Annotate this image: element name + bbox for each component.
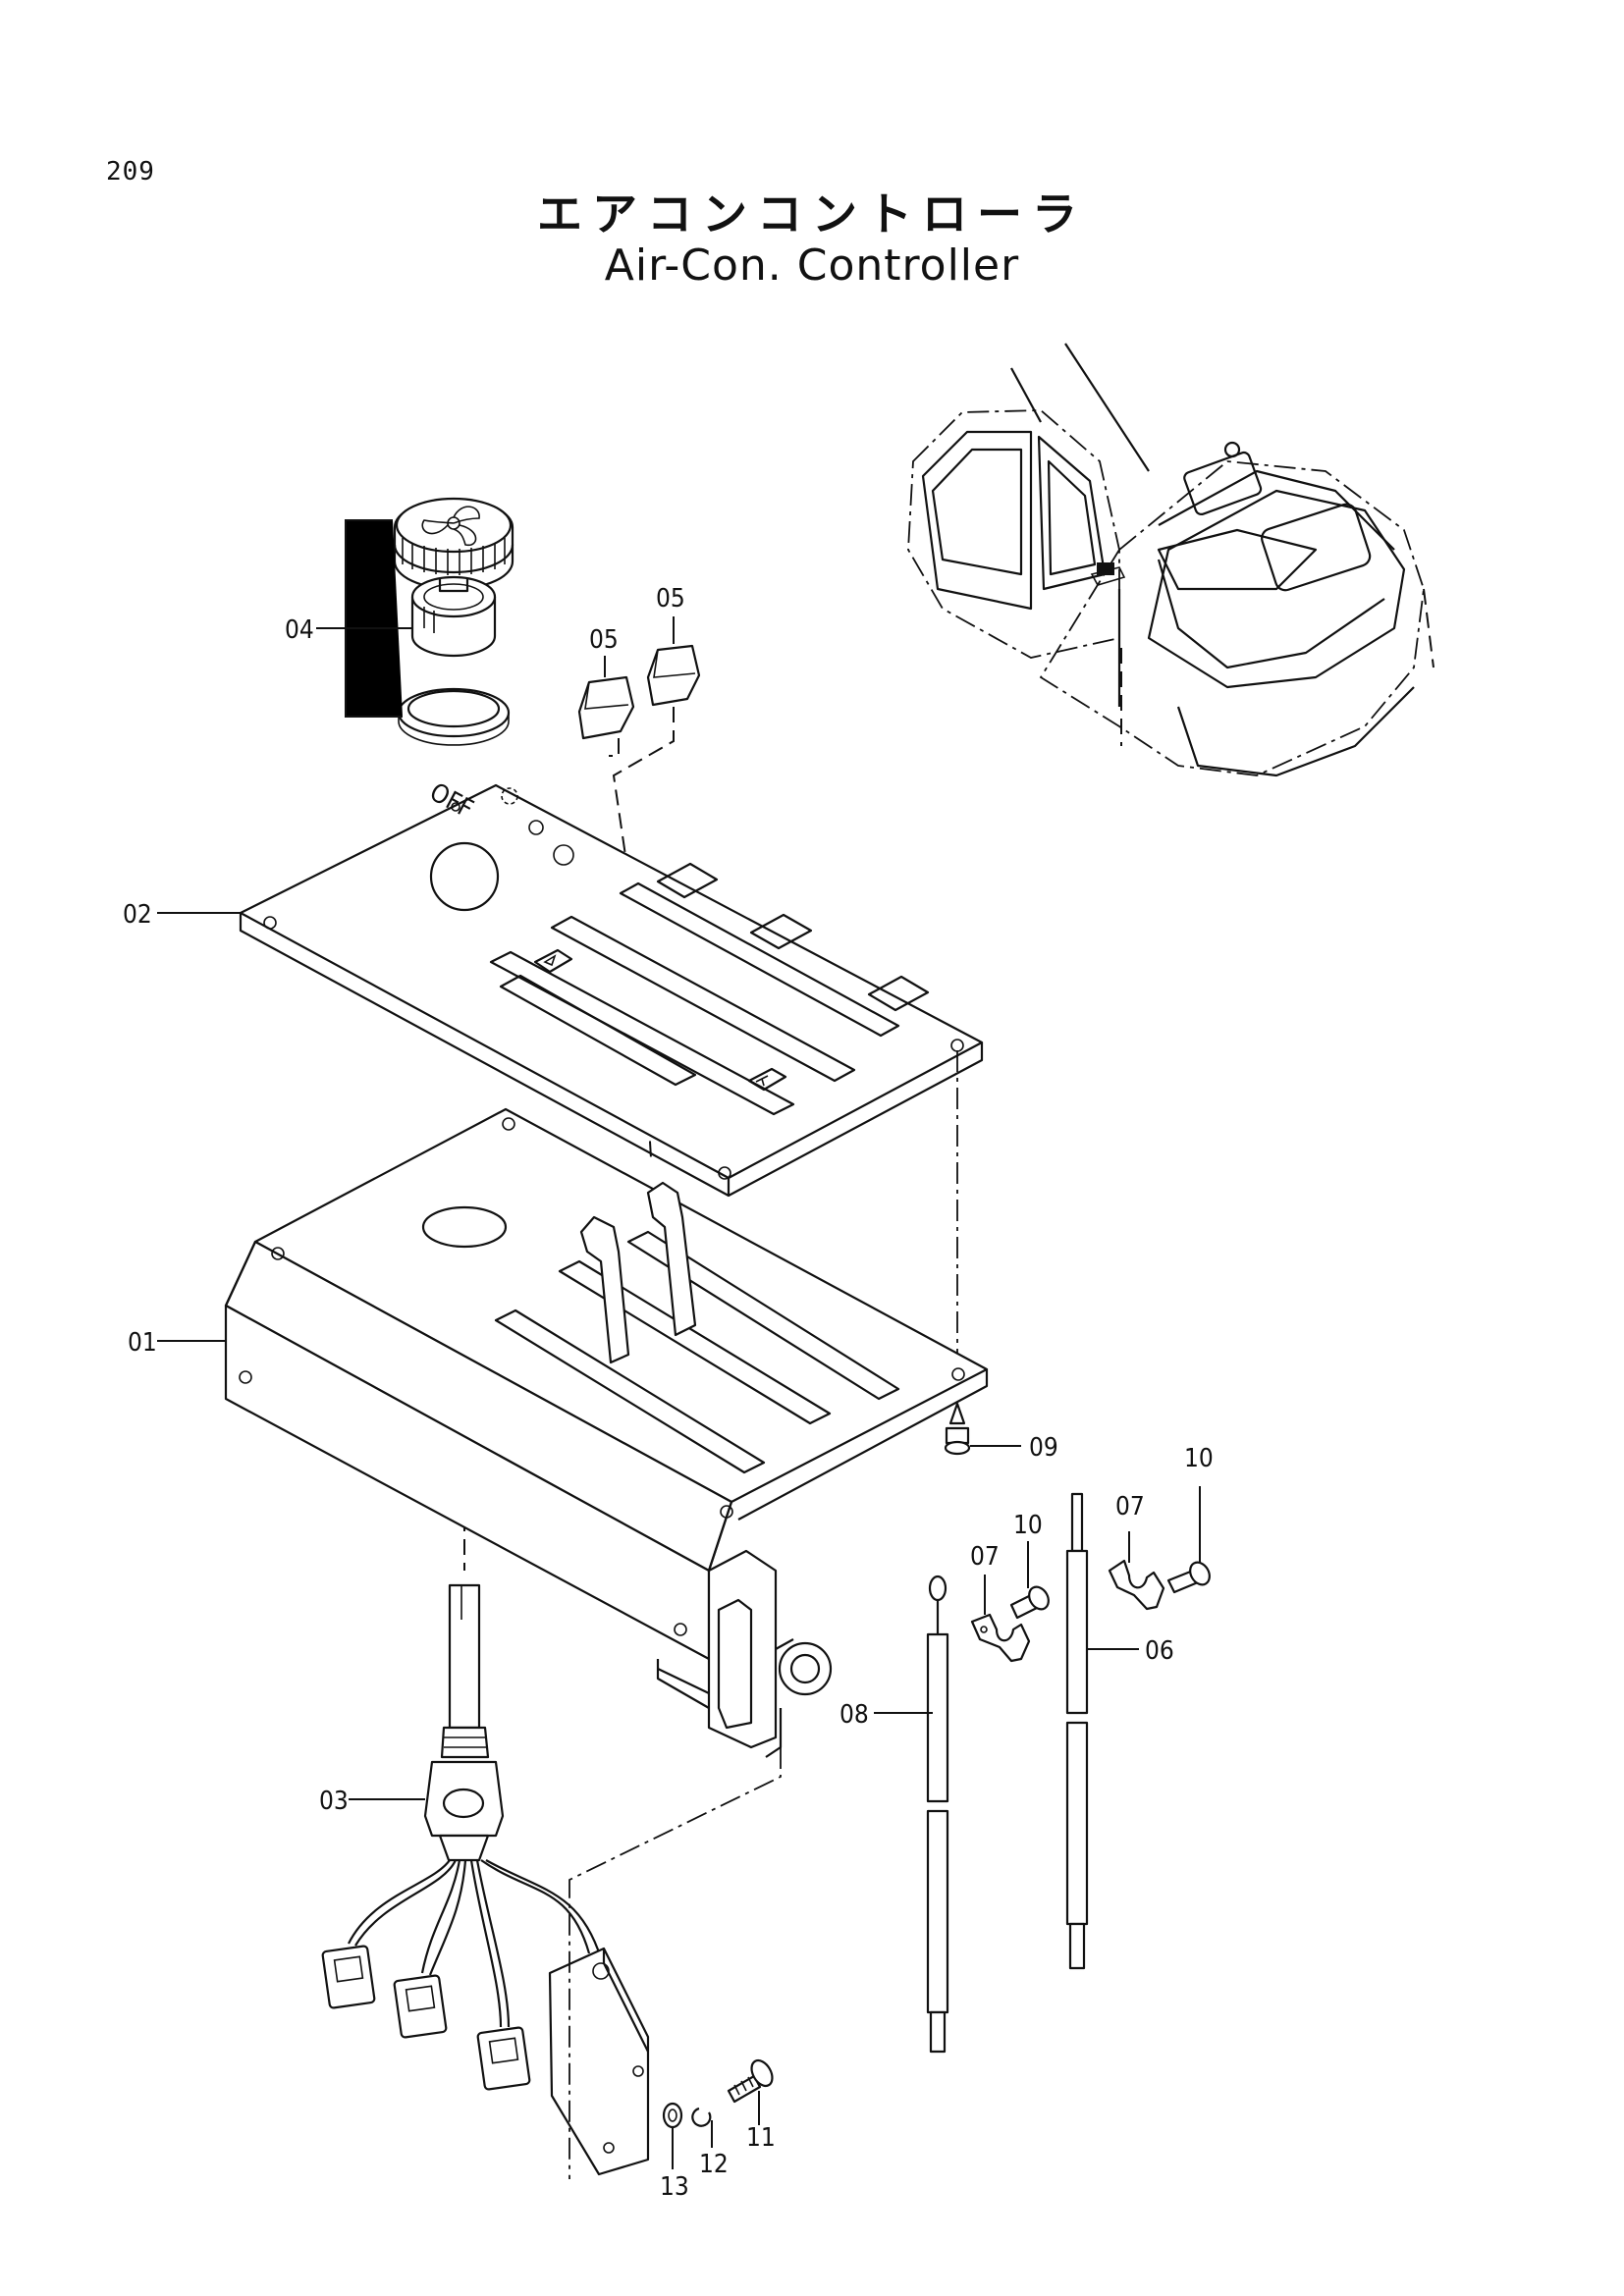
part-09-screw: [944, 1402, 971, 1456]
part-03-rotary-switch: [321, 1583, 782, 2179]
title-japanese: エアコンコントローラ: [537, 187, 1087, 240]
parts-11-12-13-hardware: [662, 2058, 774, 2129]
part-01-base-bracket: [224, 1107, 989, 1758]
part-04-knob-assembly: [316, 497, 514, 746]
callout-07-left: 07: [970, 1542, 1000, 1572]
part-08-cable: [926, 1575, 949, 2054]
callout-07-right: 07: [1115, 1492, 1145, 1522]
callout-11: 11: [746, 2123, 776, 2153]
parts-07-10-clamps-screws: [970, 1559, 1211, 1663]
callout-02: 02: [123, 900, 152, 930]
callout-01: 01: [128, 1328, 157, 1358]
callout-10-left: 10: [1013, 1511, 1043, 1540]
callout-06: 06: [1145, 1636, 1174, 1666]
excavator-locator-illustration: [907, 343, 1435, 777]
part-06-cable: [1065, 1492, 1089, 1970]
callout-12: 12: [699, 2150, 729, 2179]
callout-04: 04: [285, 615, 314, 645]
callout-03: 03: [319, 1787, 349, 1816]
callout-10-right: 10: [1184, 1444, 1214, 1473]
title-english: Air-Con. Controller: [604, 240, 1020, 291]
callout-05-right: 05: [656, 584, 685, 614]
callout-05-left: 05: [589, 625, 619, 655]
part-05-lever-caps: [577, 616, 701, 1159]
callout-08: 08: [839, 1700, 869, 1730]
callout-13: 13: [660, 2172, 689, 2202]
callout-09: 09: [1029, 1433, 1058, 1463]
callout-labels: 04 05 05 02 01 09 10 07 10 07 06 08 03 1…: [123, 584, 1214, 2202]
part-02-face-plate: OFF: [239, 777, 984, 1198]
callout-leaders: [157, 912, 1201, 2169]
page-number: 209: [106, 157, 155, 187]
